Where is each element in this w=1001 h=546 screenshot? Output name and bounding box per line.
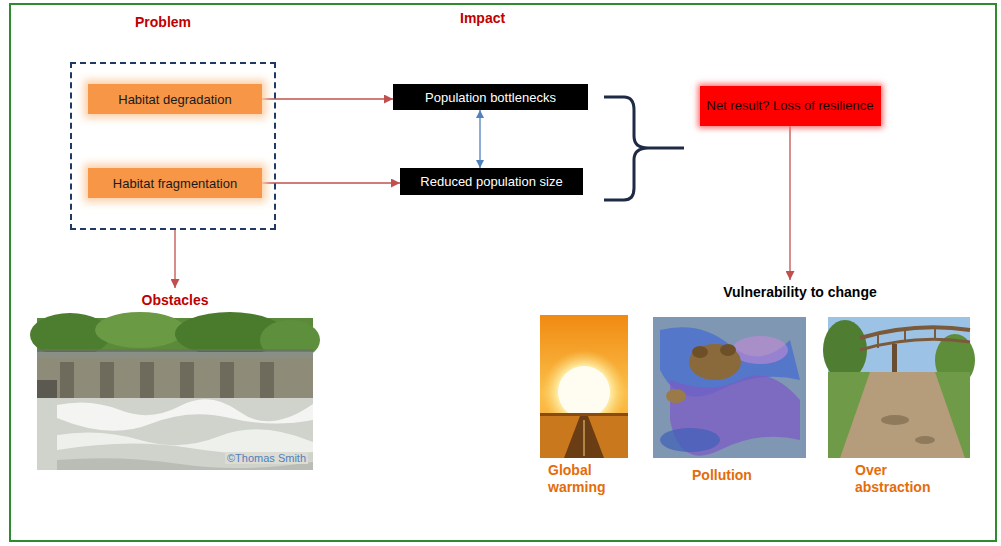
illustration-shape	[57, 399, 313, 430]
box-text: Habitat fragmentation	[113, 176, 237, 191]
illustration-shape	[840, 372, 965, 458]
frame-border	[10, 4, 996, 541]
panel-heading: Obstacles	[37, 292, 313, 308]
illustration-shape	[540, 315, 628, 458]
result-box: Net result? Loss of resilience	[700, 86, 881, 126]
box-text: Habitat degradation	[118, 92, 231, 107]
illustration-shape	[881, 415, 909, 425]
illustration-shape	[37, 352, 313, 358]
problem-box: Habitat fragmentation	[88, 168, 262, 198]
over-abstraction-picture	[823, 317, 975, 458]
illustration-shape	[904, 328, 906, 342]
watermark: ©Thomas Smith	[225, 452, 308, 464]
group-heading: Problem	[135, 14, 191, 30]
box-text: Net result? Loss of resilience	[707, 98, 874, 114]
vulnerability-heading: Vulnerability to change	[716, 280, 884, 304]
weir-photo	[30, 312, 320, 470]
illustration-shape	[180, 362, 194, 398]
picture-caption: Pollution	[692, 467, 752, 483]
illustration-shape	[100, 362, 114, 398]
illustration-shape	[689, 344, 741, 380]
heading-text: Vulnerability to change	[723, 284, 877, 300]
illustration-shape	[95, 312, 185, 348]
global-warming-picture	[540, 315, 628, 458]
illustration-shape	[860, 327, 970, 338]
illustration-shape	[892, 344, 897, 372]
picture-caption: Over abstraction	[855, 462, 945, 496]
illustration-shape	[877, 334, 879, 348]
box-text: Reduced population size	[420, 174, 562, 189]
connector-arrow	[262, 98, 393, 99]
column-heading: Impact	[460, 10, 505, 26]
illustration-shape	[37, 358, 313, 398]
illustration-shape	[220, 362, 234, 398]
impact-box: Reduced population size	[400, 168, 583, 195]
illustration-shape	[57, 429, 313, 454]
illustration-shape	[653, 317, 806, 458]
illustration-shape	[37, 398, 313, 470]
pollution-picture	[653, 317, 806, 458]
illustration-shape	[564, 416, 604, 458]
illustration-shape	[584, 420, 585, 456]
illustration-shape	[660, 428, 720, 452]
illustration-shape	[60, 362, 74, 398]
illustration-shape	[540, 413, 628, 416]
picture-caption: Global warming	[548, 462, 618, 496]
illustration-shape	[37, 349, 313, 351]
problem-box: Habitat degradation	[88, 84, 262, 114]
illustration-shape	[558, 366, 610, 418]
impact-box: Population bottlenecks	[393, 84, 588, 110]
illustration-shape	[915, 436, 935, 444]
obstacles-panel: Obstacles ©Thomas Smith	[37, 288, 313, 472]
illustration-shape	[828, 372, 970, 458]
illustration-shape	[666, 389, 686, 403]
photo-frame	[37, 318, 313, 470]
illustration-shape	[860, 339, 970, 350]
illustration-shape	[140, 362, 154, 398]
illustration-shape	[260, 362, 274, 398]
connector-arrow	[174, 230, 175, 288]
connector-arrow	[479, 110, 480, 168]
connector-arrow	[789, 126, 790, 280]
connector-arrow	[262, 182, 400, 183]
box-text: Population bottlenecks	[425, 90, 556, 105]
problem-group: ProblemHabitat degradationHabitat fragme…	[70, 62, 276, 230]
illustration-shape	[720, 344, 736, 356]
illustration-shape	[692, 346, 708, 358]
illustration-shape	[540, 414, 628, 458]
curly-brace	[604, 97, 684, 200]
illustration-shape	[934, 326, 936, 340]
